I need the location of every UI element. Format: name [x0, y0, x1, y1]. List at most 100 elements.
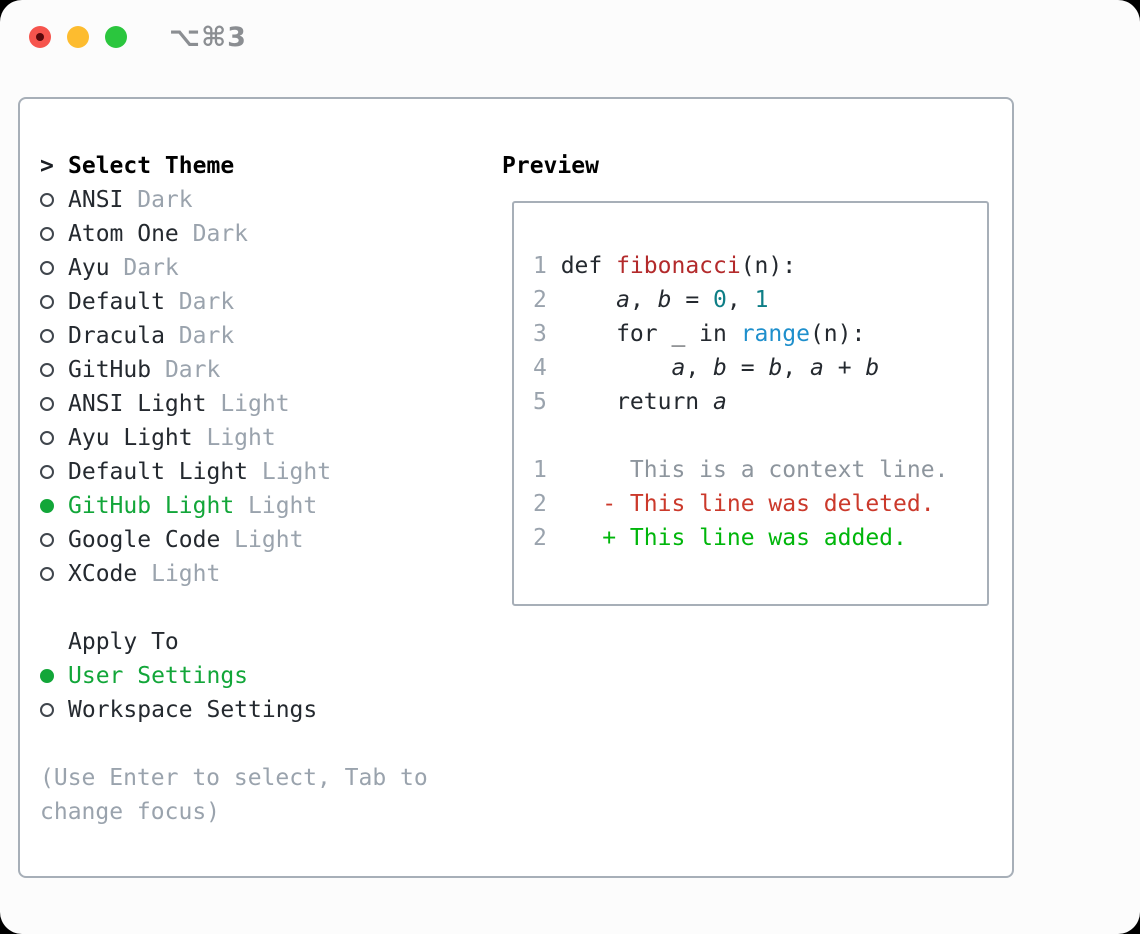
option-label: GitHub Light [68, 493, 235, 519]
diff-preview: 1 This is a context line.2 - This line w… [533, 453, 987, 555]
line-number: 4 [533, 355, 547, 381]
code-segment: fibonacci [616, 253, 741, 279]
option-label: ANSI Light [68, 391, 207, 417]
theme-option-ayu-light[interactable]: Ayu Light Light [40, 421, 485, 455]
option-variant-label: Dark [178, 221, 249, 247]
apply-to-option-workspace-settings[interactable]: Workspace Settings [40, 693, 485, 727]
diff-line-added: 2 + This line was added. [533, 521, 987, 555]
option-variant-label: Dark [164, 289, 235, 315]
code-segment [561, 287, 616, 313]
radio-icon [40, 567, 68, 581]
radio-icon [40, 431, 68, 445]
spacer [40, 591, 485, 625]
radio-icon [40, 363, 68, 377]
code-segment: (n): [809, 321, 866, 347]
code-segment: = [726, 355, 769, 381]
code-segment: b [713, 355, 727, 381]
window-controls [29, 26, 127, 48]
radio-icon [40, 193, 68, 207]
maximize-button[interactable] [105, 26, 127, 48]
option-variant-label: Dark [109, 255, 179, 281]
apply-to-title: Apply To [68, 629, 179, 655]
diff-text: + This line was added. [560, 525, 907, 551]
option-label: Dracula [68, 323, 165, 349]
code-segment: a [810, 355, 824, 381]
code-segment [561, 355, 672, 381]
radio-icon [40, 533, 68, 547]
help-text-line-1: (Use Enter to select, Tab to [40, 765, 428, 791]
select-theme-title: Select Theme [68, 153, 235, 179]
option-label: Google Code [68, 527, 221, 553]
radio-icon [40, 703, 68, 717]
diff-text: This is a context line. [560, 457, 949, 483]
option-variant-label: Dark [123, 187, 193, 213]
diff-line-deleted: 2 - This line was deleted. [533, 487, 987, 521]
diff-line-context: 1 This is a context line. [533, 453, 987, 487]
option-label: XCode [68, 561, 138, 587]
option-variant-label: Light [137, 561, 221, 587]
option-label: User Settings [68, 663, 249, 689]
code-segment: , [629, 287, 658, 313]
theme-option-github-light[interactable]: GitHub Light Light [40, 489, 485, 523]
select-theme-header-row: > Select Theme [40, 149, 485, 183]
option-label: Ayu Light [68, 425, 193, 451]
theme-option-ansi[interactable]: ANSI Dark [40, 183, 485, 217]
line-number: 2 [533, 525, 547, 551]
theme-option-default-light[interactable]: Default Light Light [40, 455, 485, 489]
radio-icon [40, 295, 68, 309]
preview-title: Preview [502, 153, 599, 179]
apply-to-option-user-settings[interactable]: User Settings [40, 659, 485, 693]
code-line: 5 return a [533, 385, 987, 419]
code-segment: range [740, 321, 810, 347]
code-segment: 0 [713, 287, 727, 313]
radio-icon [40, 261, 68, 275]
line-number: 2 [533, 287, 547, 313]
theme-option-atom-one[interactable]: Atom One Dark [40, 217, 485, 251]
theme-option-xcode[interactable]: XCode Light [40, 557, 485, 591]
code-segment: , [685, 355, 714, 381]
theme-option-dracula[interactable]: Dracula Dark [40, 319, 485, 353]
spacer [533, 419, 987, 453]
option-variant-label: Dark [151, 357, 221, 383]
option-variant-label: Light [206, 391, 290, 417]
option-label: Atom One [68, 221, 179, 247]
theme-option-ansi-light[interactable]: ANSI Light Light [40, 387, 485, 421]
theme-option-google-code[interactable]: Google Code Light [40, 523, 485, 557]
radio-selected-icon [40, 499, 68, 513]
code-line: 2 a, b = 0, 1 [533, 283, 987, 317]
line-number: 1 [533, 253, 547, 279]
code-segment: a [616, 287, 630, 313]
option-label: ANSI [68, 187, 124, 213]
option-variant-label: Light [220, 527, 304, 553]
option-label: GitHub [68, 357, 152, 383]
spacer [40, 727, 485, 761]
code-segment: + [823, 355, 866, 381]
option-label: Default [68, 289, 165, 315]
option-variant-label: Dark [164, 323, 235, 349]
minimize-button[interactable] [67, 26, 89, 48]
apply-to-header-row: Apply To [40, 625, 485, 659]
line-number: 2 [533, 491, 547, 517]
option-label: Workspace Settings [68, 697, 318, 723]
close-button[interactable] [29, 26, 51, 48]
theme-option-default[interactable]: Default Dark [40, 285, 485, 319]
theme-option-github[interactable]: GitHub Dark [40, 353, 485, 387]
code-line: 4 a, b = b, a + b [533, 351, 987, 385]
radio-selected-icon [40, 669, 68, 683]
code-segment: return [560, 389, 714, 415]
code-segment: b [768, 355, 783, 381]
code-segment: 1 [754, 287, 769, 313]
code-segment: (n): [740, 253, 797, 279]
title-bar: ⌥⌘3 [0, 0, 1140, 74]
radio-icon [40, 397, 68, 411]
theme-option-ayu[interactable]: Ayu Dark [40, 251, 485, 285]
option-label: Ayu [68, 255, 110, 281]
code-segment: = [671, 287, 714, 313]
window-title-shortcut: ⌥⌘3 [169, 21, 247, 53]
